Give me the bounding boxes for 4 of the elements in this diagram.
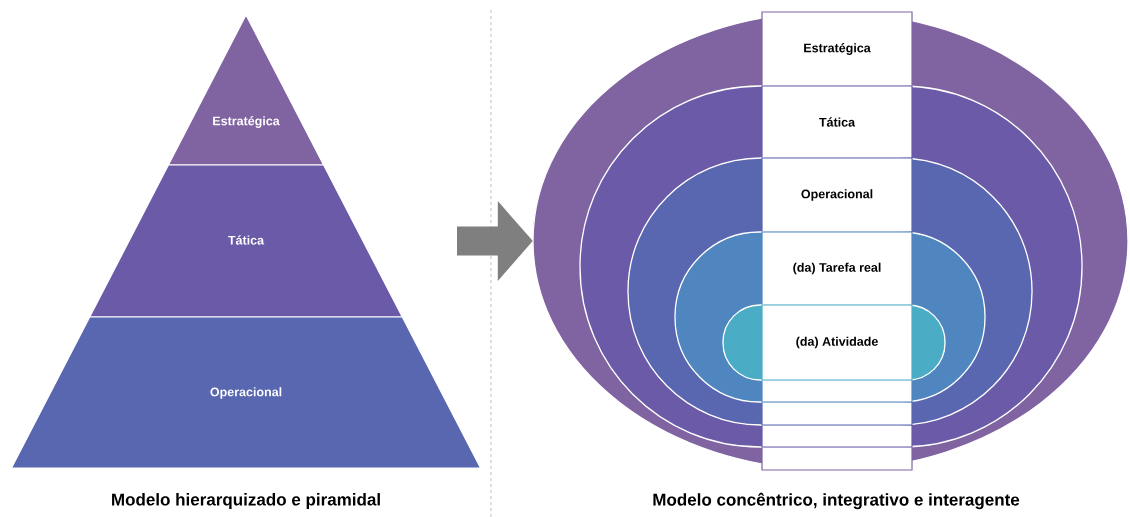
caption: Modelo hierarquizado e piramidal [112, 493, 380, 509]
caption: Modelo concêntrico, integrativo e interagente [653, 492, 1020, 510]
ring-band: (da) Atividade [722, 304, 946, 381]
pyramid-band: Operacional [10, 316, 482, 469]
